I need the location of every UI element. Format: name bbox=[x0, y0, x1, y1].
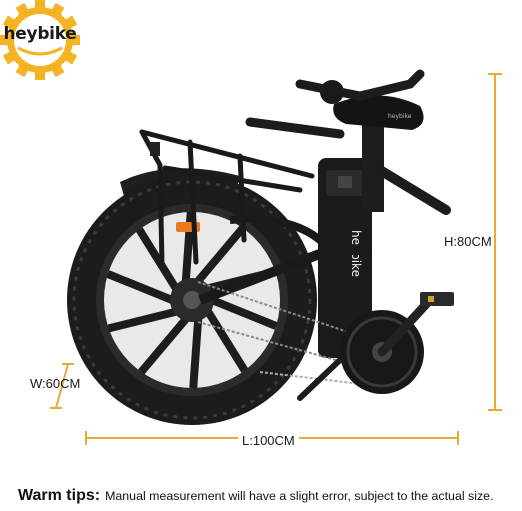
length-label: L:100CM bbox=[238, 433, 299, 448]
crank-arm bbox=[377, 295, 435, 357]
wheel-spoke bbox=[195, 225, 246, 284]
gear-tooth bbox=[49, 2, 65, 19]
gear-tooth bbox=[2, 49, 19, 65]
gear-tooth bbox=[61, 15, 78, 31]
gear-tooth bbox=[61, 49, 78, 65]
handlebar-left bbox=[245, 117, 345, 139]
warm-tips-text: Manual measurement will have a slight er… bbox=[105, 489, 494, 503]
gear-tooth bbox=[35, 68, 45, 80]
width-line bbox=[55, 363, 69, 409]
wheel-spoke bbox=[204, 309, 249, 373]
saddle bbox=[333, 95, 424, 130]
gear-tooth bbox=[15, 61, 31, 78]
chain-lower bbox=[259, 371, 396, 389]
gear-tooth bbox=[35, 0, 45, 12]
wheel-spoke bbox=[210, 296, 278, 330]
hub-axle bbox=[183, 291, 201, 309]
gear-tooth bbox=[15, 2, 31, 19]
wheel-spoke bbox=[135, 227, 180, 291]
seat-post bbox=[362, 112, 384, 212]
pedal bbox=[420, 292, 454, 306]
logo-swoosh bbox=[17, 46, 63, 56]
gear-tooth bbox=[68, 35, 80, 45]
gear-tooth bbox=[2, 15, 19, 31]
warm-tips: Warm tips: Manual measurement will have a… bbox=[18, 487, 518, 505]
wheel-spoke bbox=[138, 316, 189, 375]
handlebar-grip bbox=[375, 165, 451, 215]
display-unit bbox=[320, 80, 344, 104]
wheel-spokes bbox=[106, 211, 278, 389]
warm-tips-lead: Warm tips: bbox=[18, 487, 101, 504]
handlebar-stem bbox=[295, 69, 425, 101]
wheel-spoke bbox=[106, 270, 174, 304]
wheel-spoke bbox=[189, 318, 203, 389]
logo-text: heybike bbox=[3, 24, 77, 44]
battery-frame bbox=[318, 158, 372, 358]
heybike-logo bbox=[0, 0, 80, 80]
width-label: W:60CM bbox=[30, 376, 81, 391]
wheel-spoke bbox=[107, 307, 177, 333]
chainring-teeth bbox=[346, 316, 418, 388]
folding-ebike: heybike heybike bbox=[67, 69, 454, 425]
tire-tread bbox=[72, 180, 312, 420]
pedal-reflector bbox=[428, 296, 434, 302]
gear-tooth bbox=[49, 61, 65, 78]
gear-tooth bbox=[0, 35, 12, 45]
rear-rack bbox=[139, 129, 315, 268]
rear-light bbox=[150, 142, 160, 156]
kickstand bbox=[297, 357, 343, 401]
saddle-branding: heybike bbox=[388, 113, 412, 120]
height-label: H:80CM bbox=[444, 234, 492, 249]
seat-stay bbox=[229, 215, 334, 253]
